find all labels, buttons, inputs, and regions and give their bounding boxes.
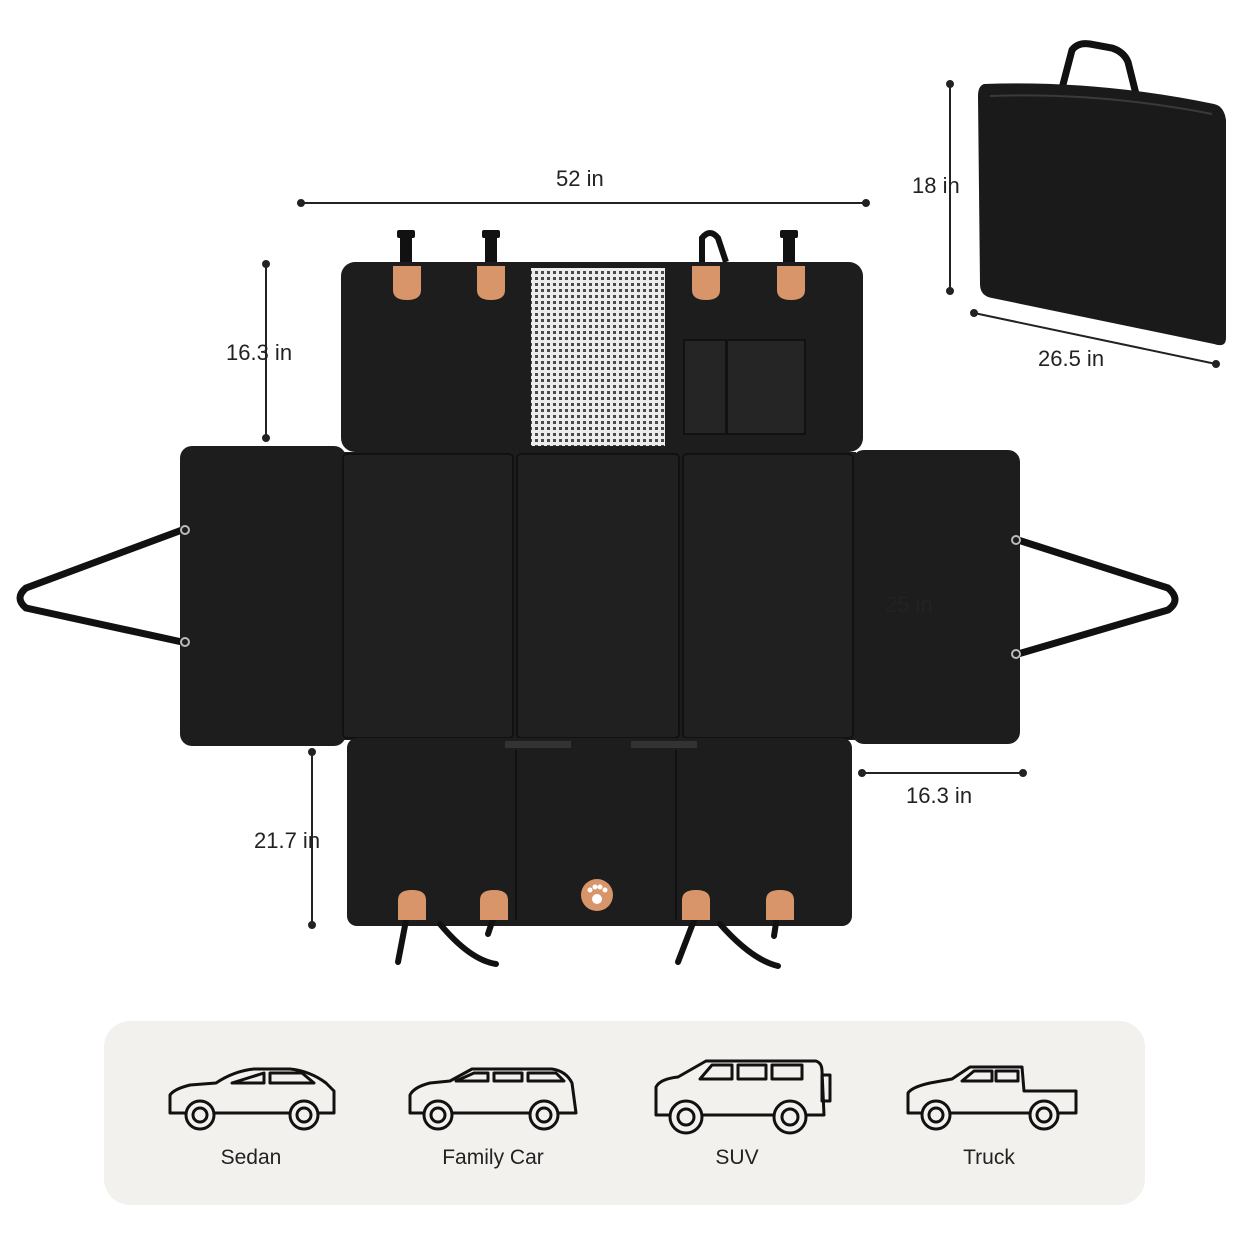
dimension-lines bbox=[262, 80, 1220, 929]
storage-pocket-large bbox=[726, 339, 806, 435]
storage-bag bbox=[978, 40, 1226, 346]
sedan-icon bbox=[168, 1067, 336, 1131]
front-flap bbox=[347, 738, 852, 926]
truck-icon bbox=[906, 1065, 1078, 1131]
dimension-back-height: 16.3 in bbox=[226, 340, 293, 365]
side-flaps bbox=[180, 446, 1020, 746]
seat-panels bbox=[341, 452, 856, 740]
dimension-front-height: 21.7 in bbox=[254, 828, 321, 853]
dimension-width-top: 52 in bbox=[556, 166, 604, 191]
family-car-icon bbox=[408, 1067, 578, 1131]
dimension-bag-width: 26.5 in bbox=[1038, 346, 1105, 371]
storage-pocket-small bbox=[683, 339, 727, 435]
vehicle-icons bbox=[168, 1059, 1078, 1135]
leather-tabs-top bbox=[393, 266, 805, 300]
back-panel bbox=[341, 262, 863, 452]
vehicle-label-sedan: Sedan bbox=[220, 1146, 282, 1169]
vehicle-label-suv: SUV bbox=[715, 1146, 759, 1169]
top-hooks bbox=[397, 230, 798, 268]
leather-tabs-bottom bbox=[398, 890, 794, 920]
mesh-window bbox=[531, 268, 665, 446]
vehicle-label-truck: Truck bbox=[963, 1146, 1015, 1169]
dimension-side-width: 16.3 in bbox=[906, 783, 973, 808]
vehicle-label-family-car: Family Car bbox=[442, 1146, 544, 1169]
paw-logo-icon bbox=[581, 879, 613, 911]
dimension-bag-height: 18 in bbox=[912, 173, 960, 198]
vehicle-compatibility-panel: Sedan Family Car SUV Truck bbox=[104, 1021, 1145, 1205]
side-straps bbox=[16, 525, 1179, 659]
suv-icon bbox=[654, 1059, 832, 1135]
dimension-side-height: 25 in bbox=[885, 592, 933, 617]
